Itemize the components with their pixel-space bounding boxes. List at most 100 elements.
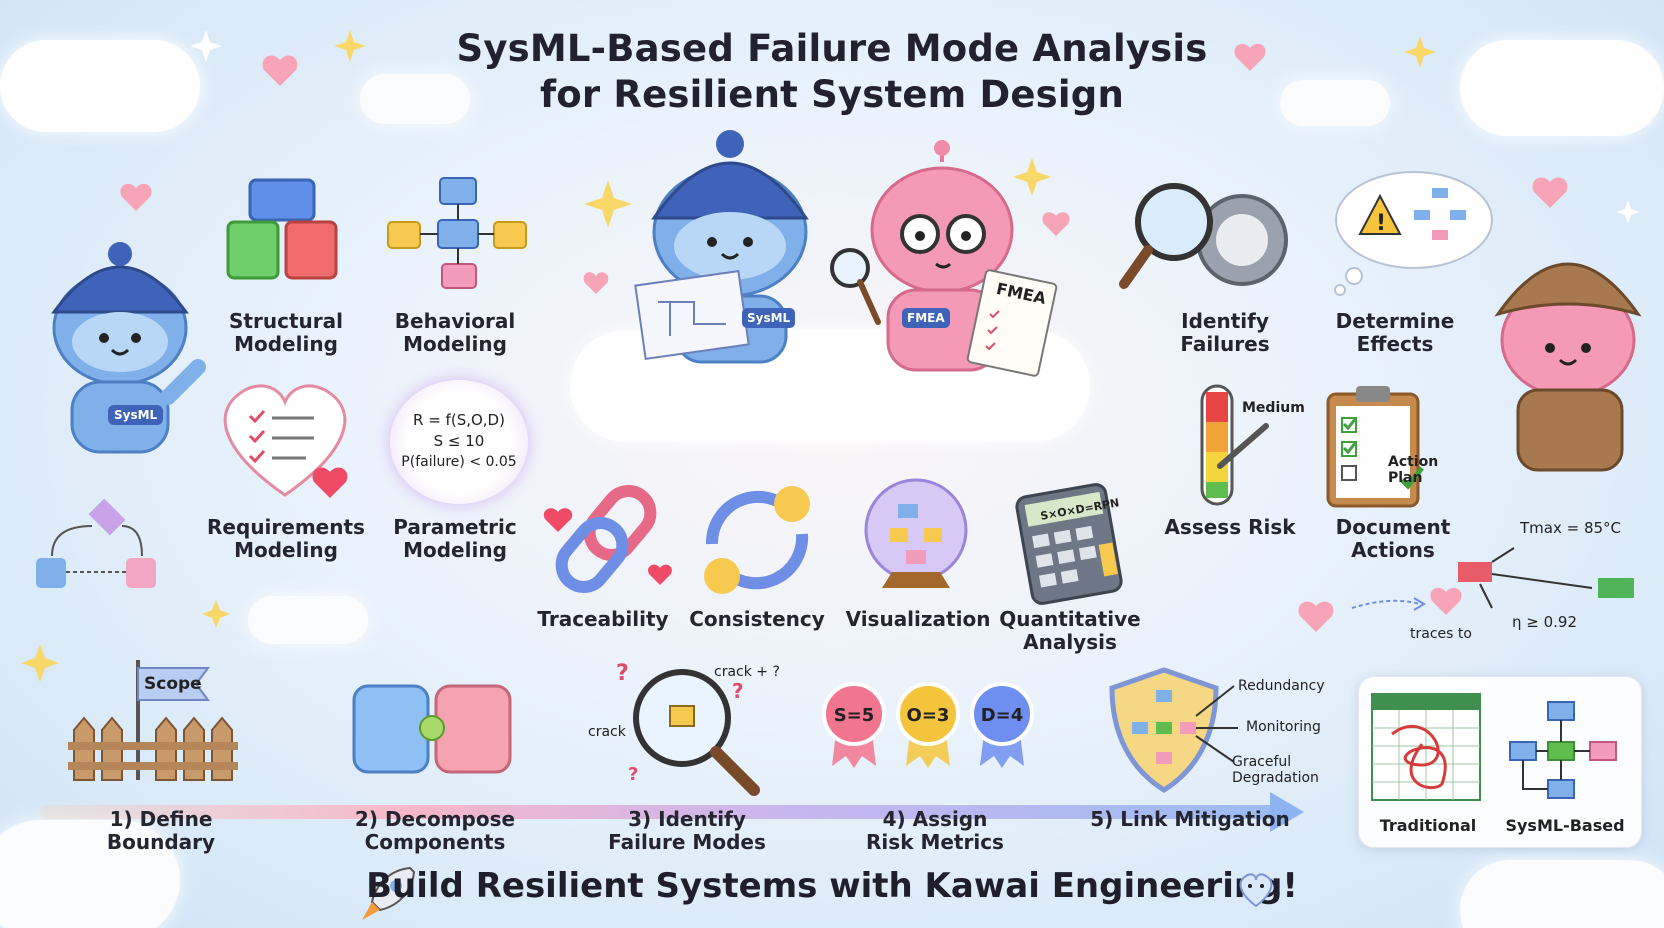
calculator-icon — [1015, 483, 1123, 605]
sparkle-icon — [21, 644, 59, 682]
risk-badge-3: D=4 — [970, 682, 1034, 768]
risk-gauge-icon — [1200, 384, 1269, 506]
svg-text:?: ? — [628, 764, 638, 785]
fmea-document-icon — [966, 269, 1058, 377]
heart-robot-icon — [1239, 873, 1273, 908]
sparkle-icon — [190, 30, 222, 62]
parametric-equations: R = f(S,O,D) S ≤ 10 P(failure) < 0.05 — [390, 410, 528, 473]
heart-icon — [1298, 601, 1334, 632]
blueprint-scroll-icon — [634, 269, 750, 361]
magnifier-gear-icon — [1119, 183, 1288, 289]
cloud-top-left-small — [360, 74, 470, 124]
thought-cloud-icon: ! — [1334, 171, 1493, 296]
traces-to-label: traces to — [1410, 626, 1472, 642]
gauge-level: Medium — [1242, 400, 1305, 416]
center-blue-badge: SysML — [742, 308, 796, 328]
heart-icon — [583, 272, 609, 294]
cloud-top-right-small — [1280, 80, 1390, 126]
magnify-failure-icon: ? ? ? — [616, 661, 760, 796]
tmax-label: Tmax = 85°C — [1520, 519, 1622, 537]
heart-icon — [120, 183, 152, 211]
sparkle-icon — [334, 30, 366, 62]
equation-2: S ≤ 10 — [433, 432, 485, 450]
left-robot-badge: SysML — [108, 405, 164, 425]
traceability-label: Traceability — [537, 607, 669, 631]
title-line-2: for Resilient System Design — [539, 73, 1125, 116]
page-title: SysML-Based Failure Mode Analysis for Re… — [0, 26, 1664, 118]
cloud-top-left — [0, 40, 200, 132]
consistency-cycle-icon — [704, 486, 810, 594]
mitigation-shield-icon — [1109, 667, 1238, 793]
chain-link-icon — [543, 485, 672, 593]
mitigation-redundancy: Redundancy — [1238, 678, 1325, 694]
clipboard-icon — [1326, 386, 1424, 508]
sysml-structured-icon — [1509, 701, 1617, 799]
behavioral-flow-icon — [387, 177, 527, 289]
sparkle-icon — [1616, 200, 1640, 224]
parametric-bubble — [390, 380, 528, 504]
eta-label: η ≥ 0.92 — [1512, 613, 1578, 631]
risk-badge-1: S=5 — [822, 682, 886, 768]
sysml-based-label: SysML-Based — [1505, 816, 1625, 835]
heart-icon — [1042, 212, 1070, 236]
risk-badge-2: O=3 — [896, 682, 960, 768]
risk-badge-label: O=3 — [907, 705, 950, 726]
sparkle-icon — [1404, 36, 1436, 68]
title-line-1: SysML-Based Failure Mode Analysis — [456, 27, 1208, 70]
right-detective-mascot — [1494, 262, 1642, 472]
fence-boundary-icon — [68, 660, 238, 781]
assess-risk-label: Assess Risk — [1164, 515, 1296, 539]
mitigation-monitoring: Monitoring — [1246, 719, 1321, 735]
step-5-label: 5) Link Mitigation — [1090, 807, 1290, 831]
cloud-top-right — [1460, 40, 1664, 136]
crystal-ball-icon — [864, 478, 968, 588]
structural-blocks-icon — [226, 178, 338, 280]
heart-icon — [262, 55, 298, 86]
magnifier-icon — [830, 248, 881, 325]
crack-label: crack — [588, 724, 626, 740]
traditional-spreadsheet-icon — [1371, 693, 1481, 801]
scope-flag-label: Scope — [144, 674, 202, 694]
cloud-bottom-right — [1460, 860, 1664, 928]
sparkle-icon — [1013, 158, 1051, 196]
cloud-mid-small — [248, 596, 368, 644]
equation-1: R = f(S,O,D) — [413, 411, 505, 429]
left-block-diagram — [36, 498, 156, 588]
heart-icon — [1234, 43, 1266, 71]
consistency-label: Consistency — [689, 607, 825, 631]
sparkle-icon — [584, 180, 632, 228]
svg-text:?: ? — [732, 679, 744, 703]
rocket-icon — [362, 866, 416, 920]
footer-tagline: Build Resilient Systems with Kawai Engin… — [366, 866, 1298, 906]
center-pink-badge: FMEA — [902, 308, 950, 328]
process-timeline — [40, 805, 1280, 819]
svg-text:!: ! — [1376, 211, 1386, 236]
visualization-label: Visualization — [845, 607, 991, 631]
trace-diagram — [1458, 547, 1634, 609]
risk-metric-ribbons: S=5 O=3 D=4 — [822, 682, 1034, 768]
cloud-bottom-left — [0, 820, 180, 928]
equation-3: P(failure) < 0.05 — [401, 454, 517, 470]
svg-text:?: ? — [616, 661, 629, 686]
timeline-arrowhead-icon — [1270, 792, 1304, 832]
crack-plus-label: crack + ? — [714, 664, 780, 680]
left-robot-mascot — [51, 242, 206, 454]
sparkle-icon — [202, 600, 230, 628]
heart-icon — [1430, 587, 1462, 615]
step-1-label: 1) Define Boundary — [106, 807, 216, 854]
traditional-label: Traditional — [1379, 816, 1477, 835]
risk-badge-label: D=4 — [981, 705, 1024, 726]
trace-arrow-icon — [1351, 597, 1426, 611]
puzzle-pieces-icon — [352, 684, 512, 774]
